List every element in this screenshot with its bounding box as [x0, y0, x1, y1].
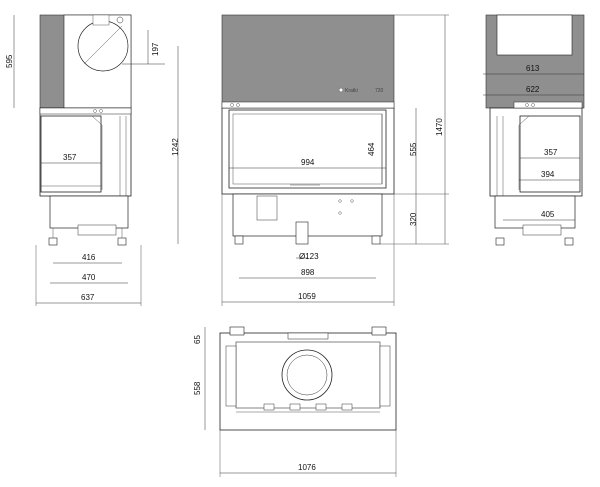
dim-front-1059: 1059: [298, 292, 316, 301]
left-base: [49, 195, 129, 229]
dim-right-394: 394: [541, 170, 555, 179]
left-glass-frame: [91, 115, 103, 190]
right-base: [494, 195, 576, 229]
dim-right-613: 613: [526, 64, 540, 73]
front-view: Kratki 720 994 464 555 1470 320: [221, 14, 449, 306]
front-foot: [234, 235, 244, 245]
dim-left-637: 637: [81, 293, 95, 302]
top-rear-lip: [287, 332, 329, 340]
dim-front-d123: Ø123: [299, 252, 319, 261]
dim-left-197: 197: [151, 42, 160, 56]
dim-front-898: 898: [301, 268, 315, 277]
front-glass: [228, 109, 387, 189]
brand-logo-icon: [338, 87, 344, 93]
left-label-plate: [92, 14, 110, 26]
dim-right-622: 622: [526, 85, 540, 94]
front-top-strip: [221, 101, 395, 109]
left-glass: [40, 115, 102, 193]
brand-model: 720: [375, 88, 384, 94]
front-bolt: [230, 103, 234, 107]
right-bolt: [525, 103, 529, 107]
left-bolt: [93, 109, 97, 113]
dim-left-470: 470: [82, 273, 96, 282]
front-control-plate: [256, 195, 278, 221]
dim-top-1076: 1076: [298, 463, 316, 472]
right-glass-frame: [518, 115, 530, 190]
top-clip: [263, 403, 275, 411]
left-base-slot: [77, 224, 117, 236]
left-foot: [48, 237, 58, 246]
left-foot: [117, 237, 127, 246]
dim-front-994: 994: [301, 158, 315, 167]
front-bolt: [350, 199, 354, 203]
left-top-strip: [39, 107, 132, 115]
dim-front-555: 555: [409, 142, 418, 156]
dim-right-405: 405: [541, 210, 555, 219]
dim-left-416: 416: [82, 253, 96, 262]
right-top-strip: [513, 101, 583, 109]
left-bolt: [99, 109, 103, 113]
brand-logo: Kratki: [345, 88, 358, 94]
dim-left-1242: 1242: [171, 138, 180, 156]
left-flue-circle: [77, 20, 129, 72]
top-corner: [229, 326, 245, 336]
top-clip: [289, 403, 301, 411]
right-side-view: 613 622 357 394 405: [483, 14, 585, 246]
right-foot: [564, 237, 574, 246]
top-flue-inner: [286, 354, 328, 396]
top-side-bracket: [379, 345, 391, 407]
left-side-view: 595 197 1242 357 416 470 637: [5, 14, 180, 306]
left-knob: [116, 16, 124, 24]
dim-front-320: 320: [409, 212, 418, 226]
dim-right-357: 357: [544, 148, 558, 157]
front-bolt: [236, 103, 240, 107]
front-hood: [221, 14, 395, 109]
dim-front-1470: 1470: [435, 118, 444, 136]
left-flue-diagonal: [83, 25, 123, 65]
right-bolt: [531, 103, 535, 107]
top-view: 65 558 1076: [193, 326, 397, 477]
front-air-inlet: [295, 221, 309, 245]
dim-left-595: 595: [5, 54, 14, 68]
top-clip: [315, 403, 327, 411]
dim-top-558: 558: [193, 381, 202, 395]
top-side-bracket: [225, 345, 237, 407]
dim-front-464: 464: [367, 142, 376, 156]
right-hood-panel: [496, 14, 573, 56]
dim-left-357: 357: [63, 153, 77, 162]
front-bolt: [338, 211, 342, 215]
top-corner: [371, 326, 387, 336]
right-glass: [519, 115, 581, 193]
right-base-slot: [522, 224, 562, 236]
right-foot: [495, 237, 505, 246]
front-foot: [371, 235, 381, 245]
top-clip: [341, 403, 353, 411]
dim-top-65: 65: [193, 335, 202, 344]
front-bolt: [338, 199, 342, 203]
